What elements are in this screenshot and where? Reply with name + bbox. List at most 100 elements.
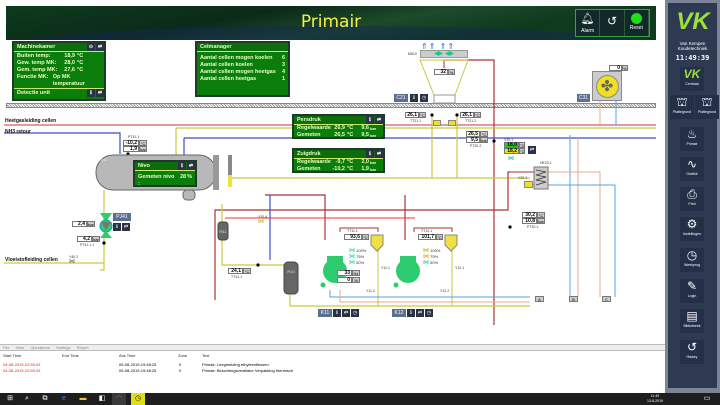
tt12-tag: TT12.1 bbox=[421, 229, 433, 233]
pt41-tag: PT41.1 bbox=[128, 135, 140, 139]
connector-c[interactable]: C bbox=[602, 296, 611, 302]
info-icon[interactable]: ℹ bbox=[178, 162, 186, 170]
clock-app-icon[interactable]: ◷ bbox=[131, 393, 145, 405]
connector-a[interactable]: A bbox=[535, 296, 544, 302]
c21-label[interactable]: C21 bbox=[394, 94, 408, 102]
valve-icon[interactable]: ⋈ bbox=[69, 259, 75, 265]
sidebar-item-instellingen[interactable]: ⚙Instellingen bbox=[680, 217, 704, 241]
windows-start-icon[interactable]: ⊞ bbox=[7, 395, 13, 402]
pt41-temp: -10,2 bbox=[123, 140, 139, 146]
pump-tag: PT41.1.1 bbox=[80, 243, 95, 247]
mk-row: Gem. temp MK:27,6°C bbox=[17, 67, 84, 73]
menu-report[interactable]: Report bbox=[76, 345, 89, 350]
menu-operations[interactable]: Operations bbox=[30, 345, 50, 350]
info-icon[interactable]: ℹ bbox=[366, 116, 374, 124]
airflow-arrows-icon: ⇑⇑ ⇑⇑ bbox=[421, 42, 456, 51]
drycooler-fan[interactable]: ✤ bbox=[592, 71, 622, 101]
info-icon[interactable]: ⊙ bbox=[87, 43, 95, 51]
header-banner: Primair 🔔︎Alarm ↺ Reset bbox=[6, 6, 656, 40]
clock-icon[interactable]: ◷ bbox=[351, 309, 359, 317]
info-icon[interactable]: ℹ bbox=[366, 150, 374, 158]
valve-icon[interactable] bbox=[448, 120, 456, 126]
sidebar-item-print[interactable]: ⎙Print bbox=[680, 187, 704, 211]
unit: °C bbox=[519, 142, 525, 148]
k11-label[interactable]: K11 bbox=[318, 309, 332, 317]
task-view-icon[interactable]: ⧉ bbox=[42, 395, 48, 402]
notification-icon[interactable]: ▭ bbox=[703, 395, 711, 402]
history-icon: ↺ bbox=[606, 14, 618, 28]
link-icon[interactable]: ⇄ bbox=[96, 89, 104, 97]
menu-file[interactable]: File bbox=[3, 345, 10, 350]
link-icon[interactable]: ⇄ bbox=[528, 146, 536, 154]
pump-label[interactable]: PJ41 bbox=[113, 213, 131, 221]
sidebar-item-bibliotheek[interactable]: ▤Bibliotheek bbox=[680, 309, 704, 333]
reset-button[interactable]: Reset bbox=[624, 10, 649, 36]
menu-settings[interactable]: Settings bbox=[56, 345, 71, 350]
link-icon[interactable]: ⇄ bbox=[187, 162, 195, 170]
clock-icon[interactable]: ◷ bbox=[425, 309, 433, 317]
search-icon[interactable]: ⌕ bbox=[25, 395, 29, 402]
pt20-2-temp: 26,5 bbox=[466, 131, 480, 137]
condenser-fans-icon[interactable]: ◀▶ ◀▶ bbox=[420, 50, 468, 58]
sidebar-item-grafiek[interactable]: ∿Grafiek bbox=[680, 157, 704, 181]
link-icon[interactable]: ⇄ bbox=[375, 150, 383, 158]
app-icon[interactable]: ◧ bbox=[98, 395, 106, 402]
connector-b[interactable]: B bbox=[569, 296, 578, 302]
link-icon[interactable]: ⇄ bbox=[375, 116, 383, 124]
file-explorer-icon[interactable]: ▬ bbox=[79, 395, 87, 402]
valve-icon[interactable] bbox=[433, 120, 441, 126]
k11-temp: 93,6 bbox=[344, 234, 362, 240]
tt21-1-tag: TT21.1 bbox=[410, 119, 422, 123]
link-icon[interactable]: ⇄ bbox=[96, 43, 104, 51]
c31-label[interactable]: C31 bbox=[577, 94, 590, 102]
menu-view[interactable]: View bbox=[15, 345, 25, 350]
unit: °C bbox=[474, 112, 481, 118]
vk-icon: VK bbox=[683, 67, 701, 81]
info-icon[interactable]: ℹ bbox=[333, 309, 341, 317]
info-icon[interactable]: ℹ bbox=[407, 309, 415, 317]
unit: °C bbox=[436, 234, 443, 240]
map-icon: ⛫ bbox=[676, 95, 688, 109]
edge-icon[interactable]: e bbox=[62, 395, 66, 402]
app-active-icon[interactable]: ◠ bbox=[112, 393, 126, 405]
valve-icon[interactable] bbox=[524, 181, 533, 188]
sidebar-item-history[interactable]: ↺History bbox=[680, 340, 704, 364]
tt21-2-tag: TT21.2 bbox=[465, 119, 477, 123]
sidebar-item-primair[interactable]: ♨Primair bbox=[680, 127, 704, 151]
unit: bar bbox=[87, 221, 95, 227]
pt20-2-tag: PT20.2 bbox=[470, 144, 482, 148]
link-icon[interactable]: ⇄ bbox=[122, 223, 130, 231]
vk-logo: VK bbox=[676, 8, 710, 35]
valve-icon[interactable]: ⋈ bbox=[508, 156, 514, 162]
bell-icon: 🔔︎ bbox=[580, 13, 595, 25]
pt20-1-press: 10,8 bbox=[522, 218, 537, 224]
sidebar-item-plattegrond[interactable]: ⛫Plattegrond bbox=[670, 95, 694, 119]
mk-row: Buiten temp:18,9°C bbox=[17, 53, 84, 59]
table-row[interactable]: 04-08-2019-22:59:43 05-08-2019-19:48:25 … bbox=[3, 368, 294, 373]
info-icon[interactable]: ℹ bbox=[113, 223, 121, 231]
history-button[interactable]: ↺ bbox=[600, 10, 625, 36]
sidebar-item-login[interactable]: ✎Login bbox=[680, 279, 704, 303]
sidebar-item-plattegrond-2[interactable]: ⛫Plattegrond bbox=[695, 95, 719, 119]
valve-icon[interactable]: ⋈ bbox=[258, 219, 264, 225]
table-row[interactable]: 04-08-2019-22:59:43 05-08-2019-19:48:25 … bbox=[3, 362, 269, 367]
clock-icon[interactable]: ◷ bbox=[420, 94, 428, 102]
vloeistof-label: Vloeistofleiding cellen bbox=[5, 257, 58, 263]
unit: bar bbox=[139, 146, 147, 152]
alarm-button[interactable]: 🔔︎Alarm bbox=[576, 10, 601, 36]
k12-label[interactable]: K12 bbox=[392, 309, 406, 317]
pump-in-pressure: 2,4 bbox=[72, 221, 87, 227]
info-icon[interactable]: ℹ bbox=[87, 89, 95, 97]
link-icon[interactable]: ⇄ bbox=[342, 309, 350, 317]
info-icon[interactable]: ℹ bbox=[410, 94, 418, 102]
link-icon[interactable]: ⇄ bbox=[416, 309, 424, 317]
unit: bar bbox=[480, 137, 488, 143]
sidebar-item-weekprog[interactable]: ◷Weekprog bbox=[680, 248, 704, 272]
